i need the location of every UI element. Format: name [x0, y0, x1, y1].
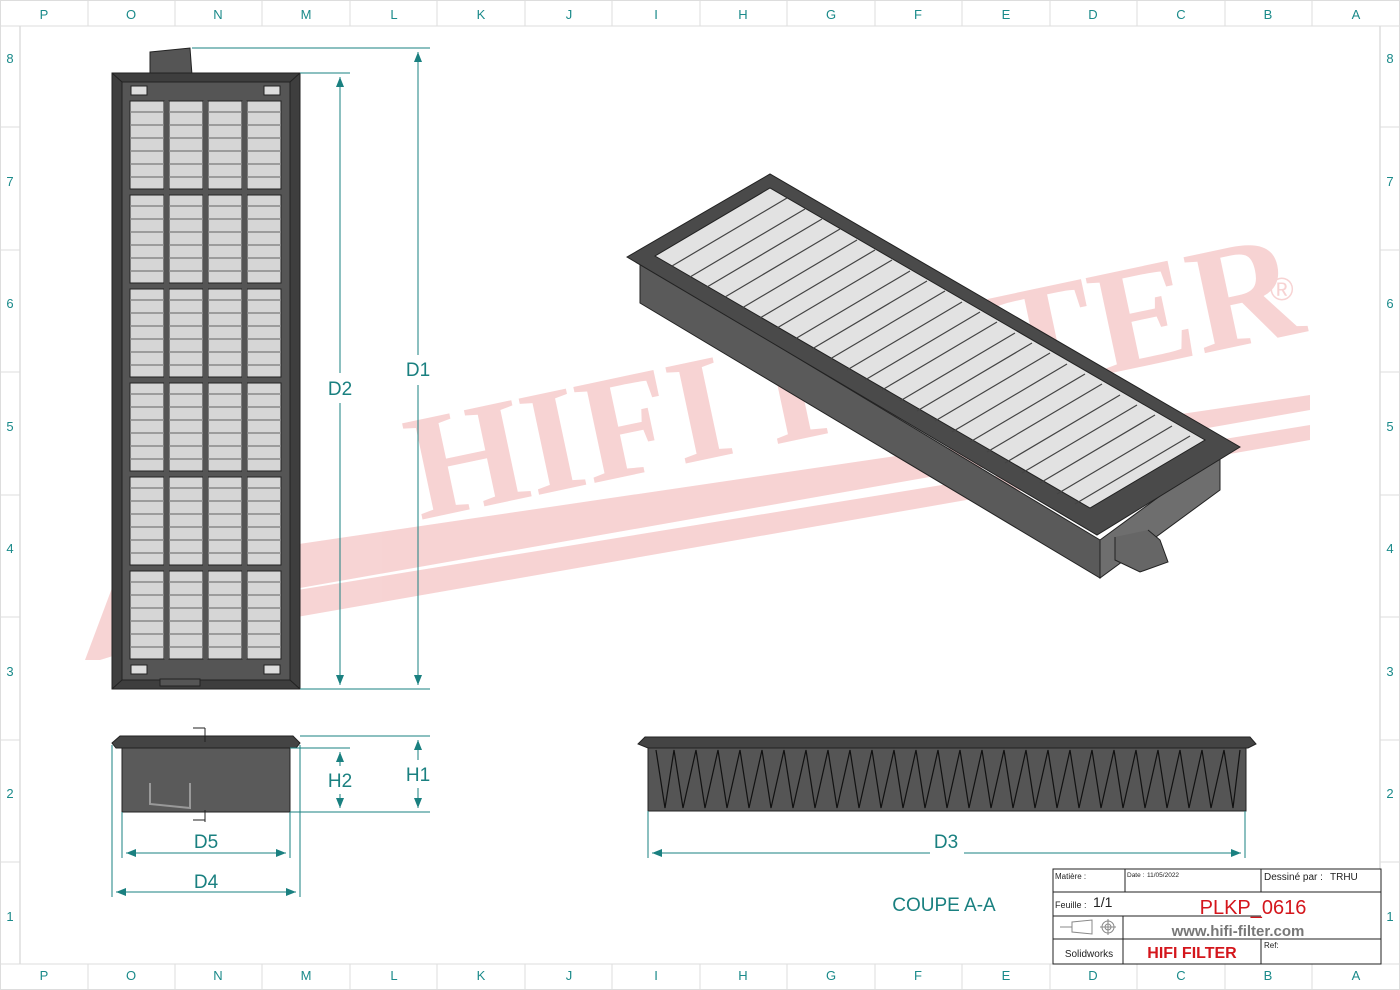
column-label: P: [40, 968, 49, 983]
row-label: 6: [6, 296, 13, 311]
material-label: Matière :: [1055, 872, 1086, 881]
watermark-registered: ®: [1270, 271, 1294, 307]
column-label: M: [301, 7, 312, 22]
row-label: 8: [1386, 51, 1393, 66]
column-label: G: [826, 968, 836, 983]
column-labels-top: P O N M L K J I H G F E D C B A: [40, 7, 1361, 22]
column-label: A: [1352, 968, 1361, 983]
column-label: B: [1264, 968, 1273, 983]
first-angle-projection-icon: [1060, 919, 1116, 935]
section-label: COUPE A-A: [892, 895, 996, 916]
column-label: B: [1264, 7, 1273, 22]
row-label: 8: [6, 51, 13, 66]
column-label: C: [1176, 968, 1185, 983]
sheet-value: 1/1: [1093, 894, 1113, 910]
column-label: K: [477, 7, 486, 22]
column-label: O: [126, 968, 136, 983]
row-label: 1: [1386, 909, 1393, 924]
row-label: 4: [1386, 541, 1393, 556]
column-label: D: [1088, 968, 1097, 983]
row-label: 1: [6, 909, 13, 924]
brand-label: HIFI FILTER: [1147, 945, 1237, 962]
dimension-d3: [647, 811, 1246, 858]
drawn-by-label: Dessiné par :: [1264, 872, 1323, 883]
column-labels-bottom: P O N M L K J I H G F E D C B A: [40, 968, 1361, 983]
row-label: 2: [1386, 786, 1393, 801]
side-view: [111, 727, 301, 822]
row-label: 3: [1386, 664, 1393, 679]
dimension-label-h1: H1: [406, 765, 430, 786]
column-label: D: [1088, 7, 1097, 22]
column-label: O: [126, 7, 136, 22]
column-label: N: [213, 7, 222, 22]
dimension-h1-h2-d4-d5: [111, 735, 430, 897]
row-labels-right: 8 7 6 5 4 3 2 1: [1386, 51, 1393, 924]
row-label: 6: [1386, 296, 1393, 311]
row-label: 7: [6, 174, 13, 189]
column-label: L: [390, 7, 397, 22]
row-label: 3: [6, 664, 13, 679]
sheet-label: Feuille :: [1055, 900, 1087, 910]
column-label: J: [566, 7, 573, 22]
isometric-view: [626, 173, 1241, 579]
column-label: P: [40, 7, 49, 22]
software-label: Solidworks: [1065, 949, 1113, 960]
section-view: [637, 736, 1257, 812]
title-block: Matière : Date : 11/05/2022 Dessiné par …: [1052, 868, 1382, 965]
front-view: [111, 47, 301, 690]
column-label: G: [826, 7, 836, 22]
row-label: 2: [6, 786, 13, 801]
column-label: J: [566, 968, 573, 983]
website: www.hifi-filter.com: [1171, 923, 1305, 940]
column-label: I: [654, 968, 658, 983]
dimension-label-d4: D4: [194, 872, 219, 893]
column-label: F: [914, 7, 922, 22]
column-label: E: [1002, 968, 1011, 983]
row-labels-left: 8 7 6 5 4 3 2 1: [6, 51, 13, 924]
part-number: PLKP_0616: [1200, 897, 1307, 919]
date-value: 11/05/2022: [1147, 872, 1179, 879]
column-label: L: [390, 968, 397, 983]
column-label: H: [738, 968, 747, 983]
row-label: 5: [6, 419, 13, 434]
column-label: F: [914, 968, 922, 983]
dimension-label-d1: D1: [406, 360, 430, 381]
column-label: I: [654, 7, 658, 22]
dimension-label-d5: D5: [194, 832, 218, 853]
column-label: A: [1352, 7, 1361, 22]
column-label: H: [738, 7, 747, 22]
column-label: N: [213, 968, 222, 983]
dimension-d2: [300, 72, 350, 685]
ref-label: Ref:: [1264, 941, 1279, 950]
dimension-label-d3: D3: [934, 832, 958, 853]
row-label: 7: [1386, 174, 1393, 189]
row-label: 5: [1386, 419, 1393, 434]
column-label: K: [477, 968, 486, 983]
dimension-label-h2: H2: [328, 771, 352, 792]
dimension-label-d2: D2: [328, 379, 352, 400]
column-label: E: [1002, 7, 1011, 22]
row-label: 4: [6, 541, 13, 556]
date-label: Date :: [1127, 872, 1145, 879]
drawn-by-value: TRHU: [1330, 872, 1358, 883]
dimension-d1: [192, 47, 430, 690]
column-label: C: [1176, 7, 1185, 22]
column-label: M: [301, 968, 312, 983]
